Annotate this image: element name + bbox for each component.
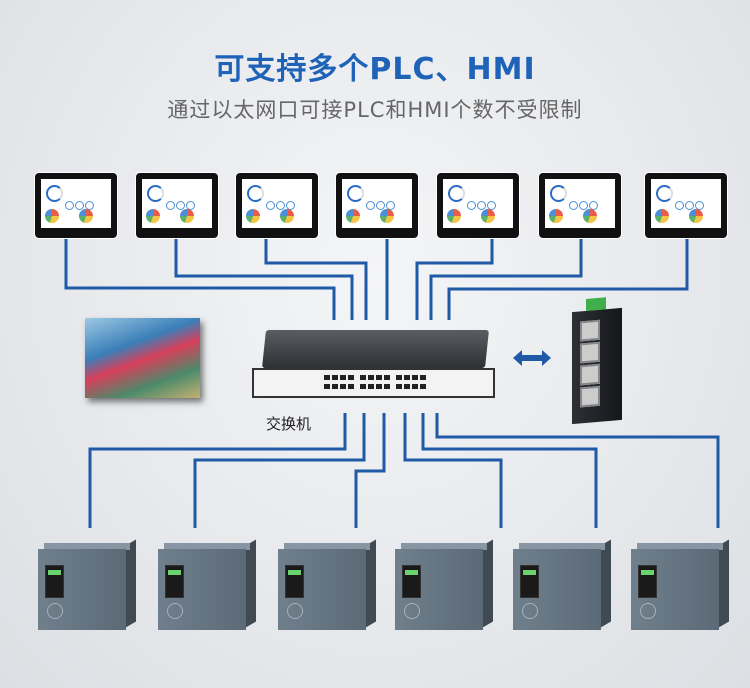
ethernet-port xyxy=(368,375,374,380)
ethernet-port xyxy=(332,384,338,389)
ethernet-port xyxy=(420,384,426,389)
plc-controller xyxy=(631,539,729,630)
ethernet-port xyxy=(340,375,346,380)
plc-controller xyxy=(278,539,376,630)
switch-label: 交换机 xyxy=(266,415,312,433)
ethernet-port xyxy=(368,384,374,389)
link-plc-4 xyxy=(403,413,503,528)
ethernet-switch xyxy=(252,330,495,398)
ethernet-port xyxy=(348,375,354,380)
link-plc-2 xyxy=(193,413,366,528)
ethernet-port xyxy=(376,375,382,380)
plc-controller xyxy=(395,539,493,630)
link-plc-6 xyxy=(435,413,720,528)
hmi-panel xyxy=(645,173,727,238)
ethernet-port xyxy=(404,384,410,389)
ethernet-port xyxy=(396,375,402,380)
ethernet-port xyxy=(396,384,402,389)
hmi-panel xyxy=(539,173,621,238)
page-title: 可支持多个PLC、HMI xyxy=(214,52,536,87)
link-hmi-7 xyxy=(447,238,689,320)
link-hmi-6 xyxy=(429,238,583,320)
page-subtitle: 通过以太网口可接PLC和HMI个数不受限制 xyxy=(167,98,583,122)
ethernet-port xyxy=(340,384,346,389)
link-hmi-3 xyxy=(264,238,368,320)
hmi-panel xyxy=(437,173,519,238)
network-cables-photo xyxy=(85,318,200,398)
ethernet-port xyxy=(420,375,426,380)
ethernet-port xyxy=(412,384,418,389)
ethernet-port xyxy=(360,375,366,380)
ethernet-port xyxy=(384,384,390,389)
ethernet-port xyxy=(348,384,354,389)
plc-controller xyxy=(513,539,611,630)
hmi-panel xyxy=(236,173,318,238)
hmi-panel xyxy=(336,173,418,238)
ethernet-port xyxy=(332,375,338,380)
power-terminal xyxy=(586,297,606,311)
ethernet-port xyxy=(324,375,330,380)
ethernet-port xyxy=(412,375,418,380)
plc-controller xyxy=(38,539,136,630)
ethernet-port xyxy=(384,375,390,380)
link-hmi-5 xyxy=(415,238,494,320)
hmi-panel xyxy=(35,173,117,238)
ethernet-port xyxy=(360,384,366,389)
gateway-device xyxy=(572,297,622,425)
link-hmi-1 xyxy=(64,238,336,320)
plc-controller xyxy=(158,539,256,630)
link-hmi-2 xyxy=(174,238,354,320)
ethernet-port xyxy=(324,384,330,389)
link-plc-1 xyxy=(88,413,347,528)
ethernet-port xyxy=(404,375,410,380)
link-plc-5 xyxy=(421,413,598,528)
bidirectional-arrow-icon xyxy=(513,350,551,366)
link-plc-3 xyxy=(354,413,386,528)
hmi-panel xyxy=(136,173,218,238)
ethernet-port xyxy=(376,384,382,389)
